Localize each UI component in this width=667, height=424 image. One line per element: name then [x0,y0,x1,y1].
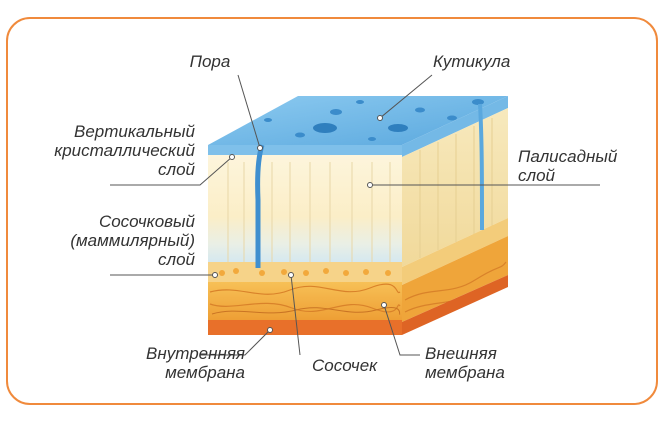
label-leaders [110,74,600,356]
label-cuticle: Кутикула [433,52,511,71]
cuticle-top [208,96,508,145]
label-pore: Пора [189,52,231,71]
label-inner-line2: мембрана [165,363,245,382]
label-inner-membrane: Внутренняя мембрана [100,344,245,382]
label-palisade-layer: Палисадный слой [518,147,617,185]
label-outer-line2: мембрана [425,363,505,382]
label-palisade-line2: слой [518,166,555,185]
label-vertical-line2: кристаллический [54,141,195,160]
label-mammillary-line1: Сосочковый [98,212,195,231]
label-outer-line1: Внешняя [425,344,497,363]
palisade-front [208,145,402,267]
label-inner-line1: Внутренняя [146,344,245,363]
label-papilla: Сосочек [312,356,378,375]
mammillary-front [208,262,402,282]
inner-membrane-front [208,320,402,335]
label-mammillary-line2: (маммилярный) [70,231,195,250]
label-palisade-line1: Палисадный [518,147,618,166]
label-dots [212,115,387,333]
label-mammillary-layer: Сосочковый (маммилярный) слой [30,212,195,269]
label-outer-membrane: Внешняя мембрана [425,344,505,382]
outer-membrane-front [208,282,402,320]
label-mammillary-line3: слой [158,250,195,269]
label-vertical-line3: слой [158,160,195,179]
label-vertical-crystal-layer: Вертикальный кристаллический слой [30,122,195,179]
label-vertical-line1: Вертикальный [73,122,195,141]
